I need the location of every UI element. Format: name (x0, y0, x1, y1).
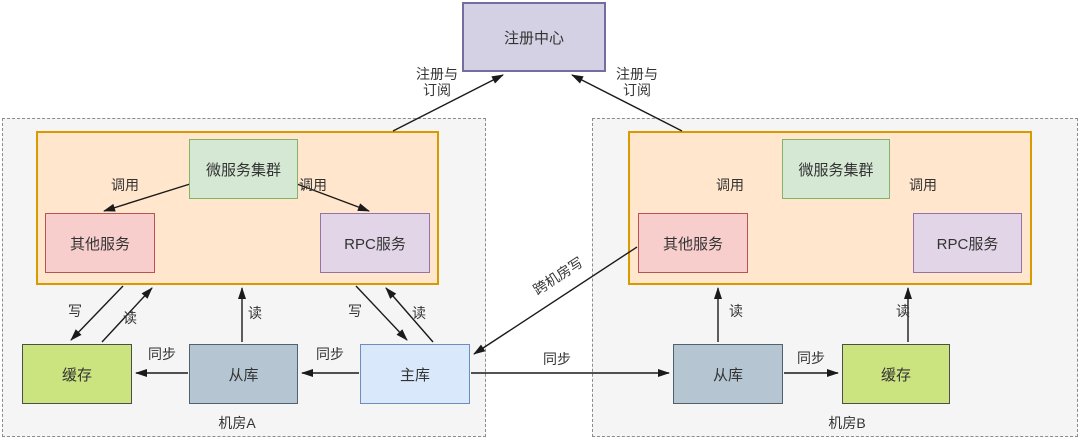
node-other-service-b: 其他服务 (638, 213, 748, 273)
node-cache-a: 缓存 (22, 344, 132, 404)
edge-call-other-a (103, 183, 191, 212)
label-read-cache-b: 读 (896, 303, 910, 319)
label-call-other-b: 调用 (716, 177, 744, 193)
label-read-cache-a: 读 (123, 310, 137, 326)
label-register-subscribe-a: 注册与 订阅 (416, 66, 458, 99)
rpc-service-b-label: RPC服务 (936, 235, 999, 253)
node-rpc-service-a: RPC服务 (320, 213, 430, 273)
node-registry-center: 注册中心 (462, 2, 606, 72)
edge-write-cache-a (70, 285, 124, 341)
node-microservice-cluster-b: 微服务集群 (782, 139, 890, 199)
node-slave-db-a: 从库 (189, 344, 298, 404)
other-service-b-label: 其他服务 (662, 235, 723, 253)
edge-register-subscribe-b (571, 74, 683, 132)
cache-a-label: 缓存 (61, 366, 92, 384)
label-call-rpc-b: 调用 (909, 177, 937, 193)
edge-cross-dc-write (473, 246, 638, 355)
node-other-service-a: 其他服务 (45, 213, 155, 273)
edge-write-master-a (355, 285, 408, 341)
zone-b-label: 机房B (828, 415, 866, 431)
edge-call-rpc-a (296, 183, 370, 212)
label-sync-slave-cache-a: 同步 (148, 346, 176, 362)
registry-label: 注册中心 (503, 29, 564, 47)
label-read-slave-a: 读 (248, 305, 262, 321)
label-read-master-a: 读 (412, 305, 426, 321)
label-sync-master-slave-a: 同步 (316, 346, 344, 362)
edge-register-subscribe-a (392, 74, 504, 132)
label-read-slave-b: 读 (729, 303, 743, 319)
node-master-db-a: 主库 (360, 344, 470, 404)
label-call-other-a: 调用 (111, 177, 139, 193)
node-cache-b: 缓存 (842, 344, 950, 404)
label-register-subscribe-b: 注册与 订阅 (616, 66, 658, 99)
label-sync-a-to-b: 同步 (543, 351, 571, 367)
label-call-rpc-a: 调用 (299, 177, 327, 193)
label-write-master-a: 写 (348, 303, 362, 319)
cache-b-label: 缓存 (880, 366, 911, 384)
microservice-cluster-a-label: 微服务集群 (205, 161, 281, 179)
node-slave-db-b: 从库 (673, 344, 783, 404)
master-db-a-label: 主库 (399, 366, 430, 384)
rpc-service-a-label: RPC服务 (344, 235, 406, 253)
label-sync-slave-cache-b: 同步 (797, 350, 825, 366)
label-write-cache-a: 写 (68, 303, 82, 319)
zone-a-label: 机房A (218, 415, 256, 431)
microservice-cluster-b-label: 微服务集群 (798, 161, 874, 179)
other-service-a-label: 其他服务 (69, 235, 130, 253)
slave-db-b-label: 从库 (712, 366, 743, 384)
node-microservice-cluster-a: 微服务集群 (189, 139, 298, 199)
edge-read-master-a (385, 287, 434, 343)
edge-read-cache-a (101, 287, 153, 343)
node-rpc-service-b: RPC服务 (913, 213, 1022, 273)
slave-db-a-label: 从库 (228, 366, 259, 384)
